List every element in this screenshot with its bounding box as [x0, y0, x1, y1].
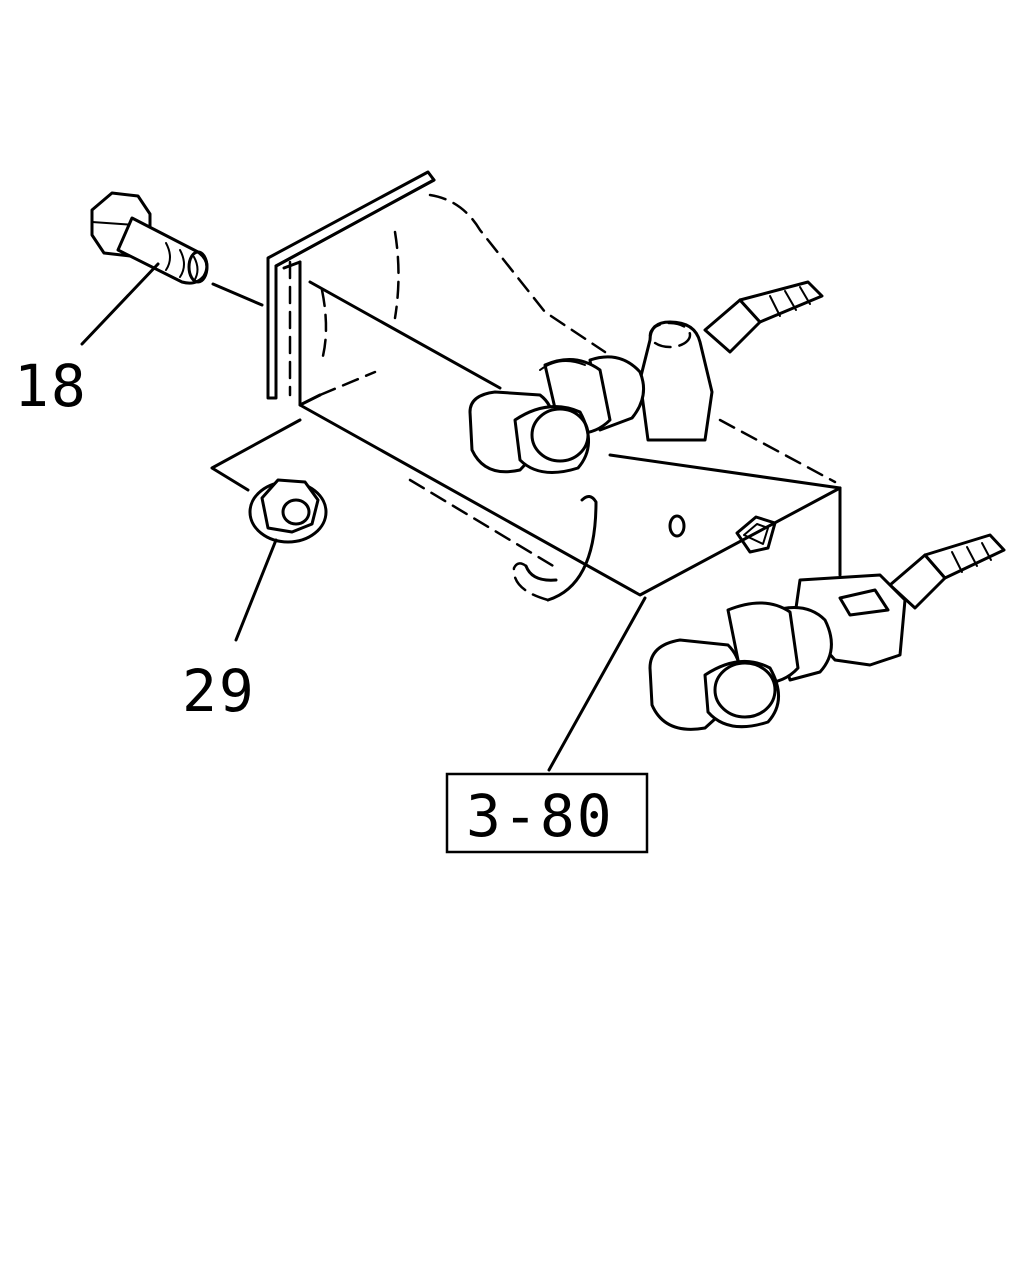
- reference-box: [445, 772, 649, 854]
- bracket-assembly: [266, 170, 842, 602]
- lower-connector-assembly: [648, 533, 1006, 731]
- leader-3-80: [547, 596, 647, 772]
- callout-29: 29: [182, 657, 256, 725]
- leader-29: [234, 538, 278, 642]
- nut-axis-line: [210, 418, 302, 492]
- leader-18: [80, 262, 160, 346]
- callout-18: 18: [14, 352, 88, 420]
- upper-connector-assembly: [468, 280, 824, 474]
- flange-bolt: [90, 191, 209, 285]
- flange-nut: [248, 478, 328, 544]
- bolt-axis-line: [211, 282, 264, 307]
- callout-3-80: 3-80: [466, 782, 614, 850]
